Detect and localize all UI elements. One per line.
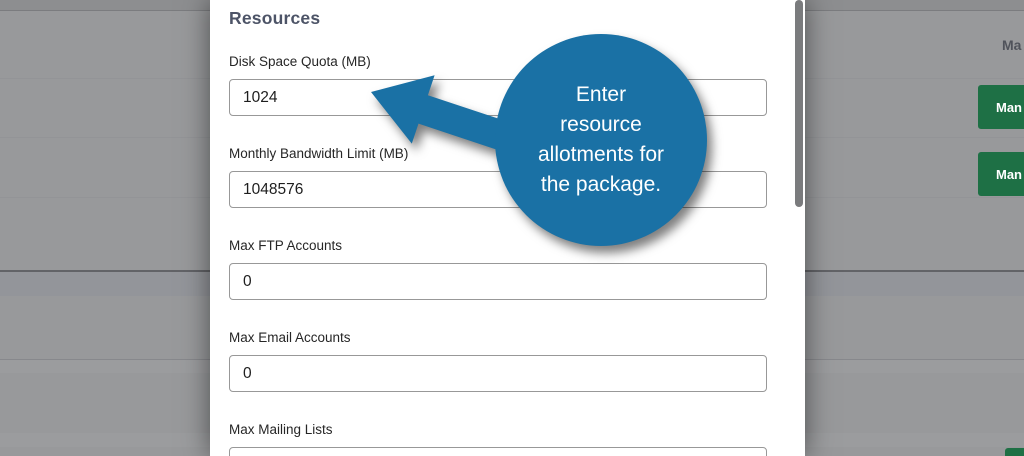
field-group-max-ftp-accounts: Max FTP Accounts [229,238,767,300]
monthly-bandwidth-limit-label: Monthly Bandwidth Limit (MB) [229,146,409,161]
max-ftp-accounts-input[interactable] [229,263,767,300]
manage-button-2[interactable]: Man [978,152,1024,196]
callout-circle [495,34,707,246]
disk-space-quota-label: Disk Space Quota (MB) [229,54,371,69]
callout-text: Enter resource allotments for the packag… [537,83,665,196]
max-mailing-lists-label: Max Mailing Lists [229,422,333,437]
modal-scrollbar-thumb[interactable] [795,0,803,207]
field-group-max-mailing-lists: Max Mailing Lists [229,422,767,456]
manage-button-3[interactable] [1005,448,1024,456]
callout-graphic [371,34,707,246]
resources-section-title: Resources [229,8,321,28]
manage-column-header: Ma [1002,37,1022,53]
max-ftp-accounts-label: Max FTP Accounts [229,238,343,253]
max-email-accounts-input[interactable] [229,355,767,392]
manage-button-1[interactable]: Man [978,85,1024,129]
max-mailing-lists-input[interactable] [229,447,767,456]
field-group-max-email-accounts: Max Email Accounts [229,330,767,392]
max-email-accounts-label: Max Email Accounts [229,330,351,345]
